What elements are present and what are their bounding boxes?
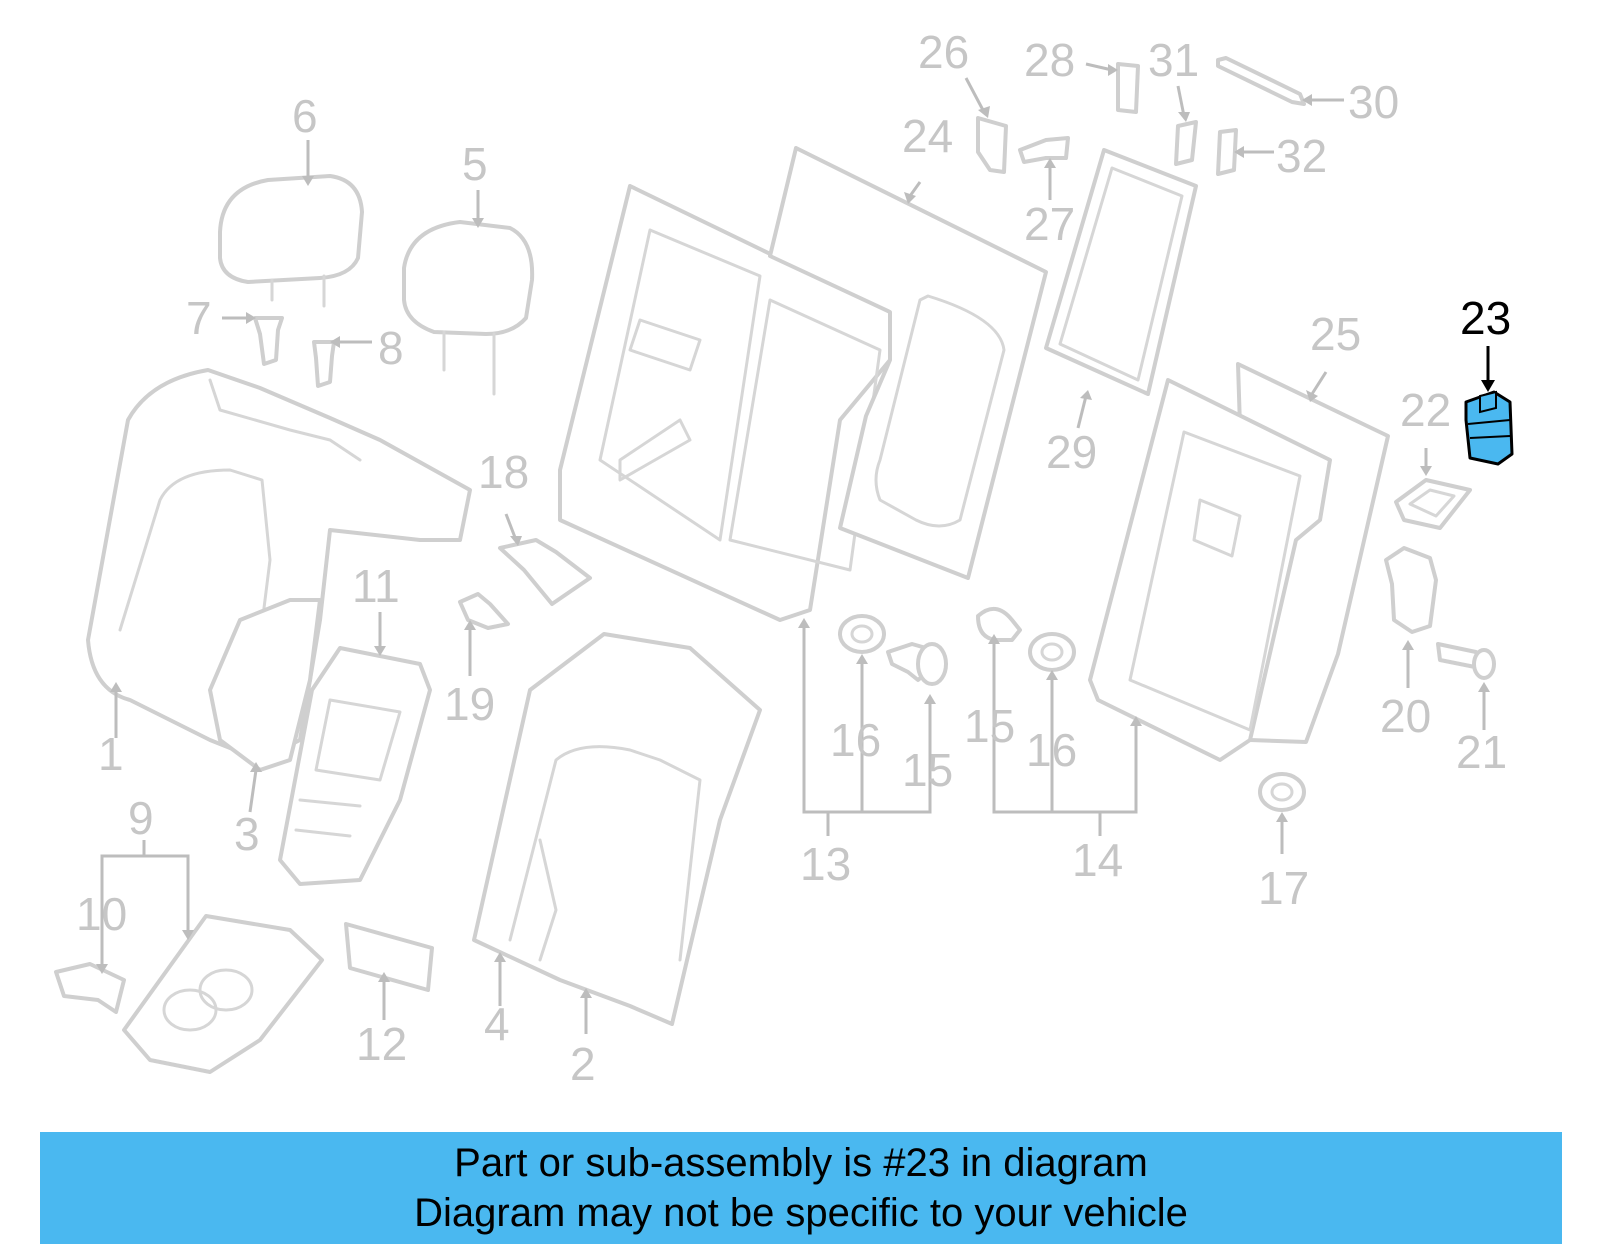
callout-6: 6 [292, 90, 318, 142]
part-6-headrest [218, 174, 364, 308]
part-26-bracket [976, 116, 1008, 174]
part-8-guide [312, 340, 336, 388]
callout-28: 28 [1024, 34, 1075, 86]
banner-line-1: Part or sub-assembly is #23 in diagram [454, 1141, 1148, 1185]
callout-labels: 1 2 3 4 5 6 7 8 9 10 11 12 13 14 15 15 1… [76, 26, 1511, 1090]
part-27-bolt [1018, 136, 1070, 164]
callout-23-highlighted: 23 [1460, 292, 1511, 344]
callout-17: 17 [1258, 862, 1309, 914]
part-18-bracket [498, 538, 592, 606]
callout-8: 8 [378, 322, 404, 374]
callout-4: 4 [484, 998, 510, 1050]
banner-line-2: Diagram may not be specific to your vehi… [414, 1191, 1188, 1235]
callout-24: 24 [902, 110, 953, 162]
part-10-clip [54, 962, 126, 1014]
callout-5: 5 [462, 138, 488, 190]
part-5-headrest [402, 220, 535, 396]
part-28-clip [1116, 62, 1140, 114]
callout-19: 19 [444, 678, 495, 730]
callout-15a: 15 [902, 744, 953, 796]
part-12-pad [344, 922, 434, 992]
part-16-grommet-a [838, 614, 886, 654]
part-32-clip [1216, 128, 1238, 176]
leader-lines [96, 62, 1495, 1034]
callout-22: 22 [1400, 384, 1451, 436]
callout-15b: 15 [964, 700, 1015, 752]
callout-14: 14 [1072, 834, 1123, 886]
part-9-armrest-cover [122, 914, 324, 1074]
callout-9: 9 [128, 792, 154, 844]
callout-3: 3 [234, 808, 260, 860]
part-19-clip [458, 592, 510, 630]
callout-13: 13 [800, 838, 851, 890]
callout-21: 21 [1456, 726, 1507, 778]
part-29-panel [1044, 148, 1198, 396]
part-21-bolt [1436, 642, 1496, 680]
callout-18: 18 [478, 446, 529, 498]
part-20-latch [1384, 546, 1438, 634]
part-22-bezel [1394, 478, 1472, 530]
part-15-bolt-b [976, 607, 1022, 642]
part-23-highlighted [1464, 390, 1514, 466]
part-31-bracket [1174, 120, 1198, 166]
part-3-armrest [208, 598, 322, 772]
callout-27: 27 [1024, 198, 1075, 250]
part-16-grommet-b [1028, 632, 1076, 672]
callout-31: 31 [1148, 34, 1199, 86]
callout-1: 1 [98, 728, 124, 780]
callout-20: 20 [1380, 690, 1431, 742]
callout-11: 11 [352, 560, 400, 612]
part-24-panel [768, 146, 1048, 580]
callout-10: 10 [76, 888, 127, 940]
callout-12: 12 [356, 1018, 407, 1070]
part-15-bolt-a [886, 642, 948, 686]
callout-2: 2 [570, 1038, 596, 1090]
part-frame-left [558, 184, 892, 622]
part-17-grommet [1258, 772, 1306, 812]
part-11-armrest-frame [278, 646, 432, 886]
callout-32: 32 [1276, 130, 1327, 182]
part-frame-right [1088, 378, 1332, 762]
part-30-rod [1216, 56, 1306, 106]
part-4-cushion [472, 632, 762, 1026]
callout-26: 26 [918, 26, 969, 78]
callout-7: 7 [186, 292, 212, 344]
callout-16a: 16 [830, 714, 881, 766]
part-7-guide [253, 316, 284, 366]
callout-25: 25 [1310, 308, 1361, 360]
info-banner: Part or sub-assembly is #23 in diagram D… [40, 1132, 1562, 1244]
callout-30: 30 [1348, 76, 1399, 128]
part-1-backrest [86, 368, 472, 762]
callout-29: 29 [1046, 426, 1097, 478]
callout-16b: 16 [1026, 724, 1077, 776]
